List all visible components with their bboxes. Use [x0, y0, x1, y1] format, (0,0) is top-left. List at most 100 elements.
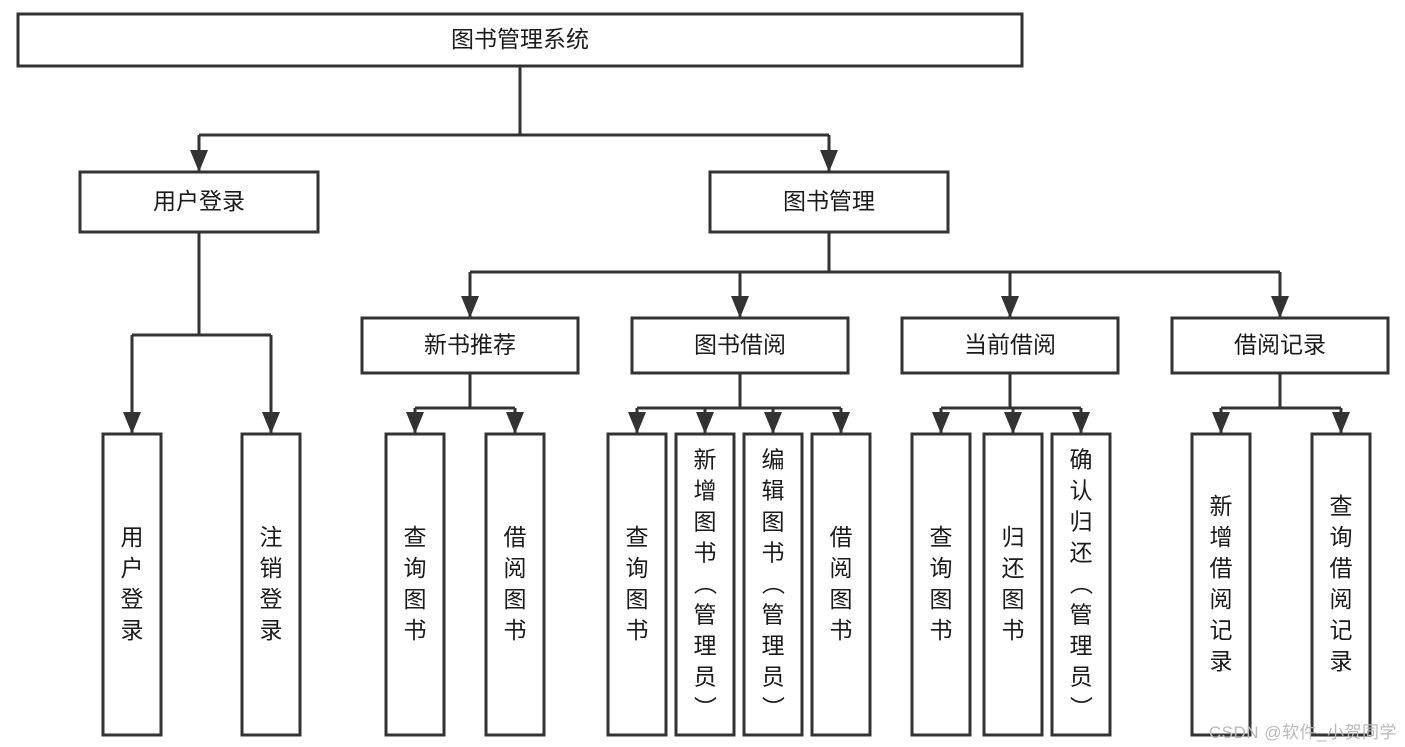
node-label-char: 图	[404, 586, 427, 612]
node-l3-borrow[interactable]: 图书借阅	[630, 316, 850, 375]
node-label-char: 记	[1330, 617, 1353, 643]
node-box	[240, 432, 302, 737]
node-label-char: ）	[692, 696, 718, 719]
node-label-char: 书	[830, 617, 853, 643]
arrow-head-icon	[764, 412, 782, 434]
node-label-char: 图	[930, 586, 953, 612]
node-box	[1190, 432, 1252, 737]
node-label-char: 询	[930, 555, 953, 581]
node-layer: 图书管理系统用户登录图书管理新书推荐图书借阅当前借阅借阅记录用户登录注销登录查询…	[16, 12, 1390, 737]
node-label-char: 图	[1002, 586, 1025, 612]
node-label-char: （	[1068, 572, 1094, 595]
node-label-char: 员	[694, 663, 717, 689]
node-label: 图书管理系统	[451, 26, 589, 52]
node-label-char: 还	[1070, 539, 1093, 565]
node-l3-current[interactable]: 当前借阅	[900, 316, 1120, 375]
arrow-head-icon	[1212, 412, 1230, 434]
node-box	[360, 316, 580, 375]
node-label-char: 阅	[1330, 586, 1353, 612]
node-label-char: 记	[1210, 617, 1233, 643]
node-l3-new-book[interactable]: 新书推荐	[360, 316, 580, 375]
node-root[interactable]: 图书管理系统	[16, 12, 1024, 68]
node-label-char: 理	[694, 632, 717, 658]
node-label-char: 确	[1070, 446, 1093, 472]
node-box	[78, 170, 320, 234]
node-l2-user-login[interactable]: 用户登录	[78, 170, 320, 234]
node-leaf-user-login[interactable]: 用户登录	[101, 432, 163, 737]
node-label-char: 图	[626, 586, 649, 612]
arrow-head-icon	[1001, 296, 1019, 318]
node-label-char: 查	[1330, 493, 1353, 519]
node-label-char: 员	[1070, 663, 1093, 689]
node-label-char: 认	[1070, 477, 1093, 503]
node-label-char: 书	[762, 539, 785, 565]
node-label-char: 增	[1210, 524, 1233, 550]
node-l2-book-manage[interactable]: 图书管理	[708, 170, 950, 234]
node-label-char: 借	[1210, 555, 1233, 581]
node-label-char: 录	[121, 617, 144, 643]
node-label-char: 新	[694, 446, 717, 472]
node-box	[674, 432, 736, 737]
node-label-char: 增	[694, 477, 717, 503]
node-label-char: 图	[694, 508, 717, 534]
node-box	[982, 432, 1044, 737]
node-label-char: 管	[694, 601, 717, 627]
node-label-char: 借	[504, 524, 527, 550]
arrow-head-icon	[932, 412, 950, 434]
node-label-char: 查	[626, 524, 649, 550]
node-label-char: 户	[121, 555, 144, 581]
arrow-head-icon	[1072, 412, 1090, 434]
node-label-char: 书	[930, 617, 953, 643]
node-box	[900, 316, 1120, 375]
node-label-char: 理	[762, 632, 785, 658]
node-label-char: 销	[260, 555, 283, 581]
node-box	[16, 12, 1024, 68]
node-label-char: 新	[1210, 493, 1233, 519]
node-label-char: 录	[260, 617, 283, 643]
node-box	[1170, 316, 1390, 375]
node-label-char: 书	[694, 539, 717, 565]
arrow-head-icon	[123, 412, 141, 434]
node-label-char: 理	[1070, 632, 1093, 658]
node-label-char: 管	[1070, 601, 1093, 627]
node-label-char: 员	[762, 663, 785, 689]
node-box	[742, 432, 804, 737]
node-label-char: 辑	[762, 477, 785, 503]
node-box	[708, 170, 950, 234]
node-label-char: 借	[830, 524, 853, 550]
arrow-head-icon	[1332, 412, 1350, 434]
node-box	[484, 432, 546, 737]
node-label-char: 归	[1002, 524, 1025, 550]
node-label-char: ）	[1068, 696, 1094, 719]
node-label-char: 录	[1210, 648, 1233, 674]
arrow-head-icon	[262, 412, 280, 434]
node-label-char: 管	[762, 601, 785, 627]
arrow-head-icon	[1004, 412, 1022, 434]
node-l3-record[interactable]: 借阅记录	[1170, 316, 1390, 375]
arrow-head-icon	[190, 150, 208, 172]
node-box	[384, 432, 446, 737]
node-label-char: 编	[762, 446, 785, 472]
node-label-char: 登	[260, 586, 283, 612]
arrow-head-icon	[461, 296, 479, 318]
node-label-char: 登	[121, 586, 144, 612]
arrow-head-icon	[731, 296, 749, 318]
node-label-char: 书	[1002, 617, 1025, 643]
node-label-char: ）	[760, 696, 786, 719]
node-label: 用户登录	[153, 188, 245, 214]
node-box	[101, 432, 163, 737]
node-label-char: 书	[504, 617, 527, 643]
node-label-char: 用	[121, 524, 144, 550]
